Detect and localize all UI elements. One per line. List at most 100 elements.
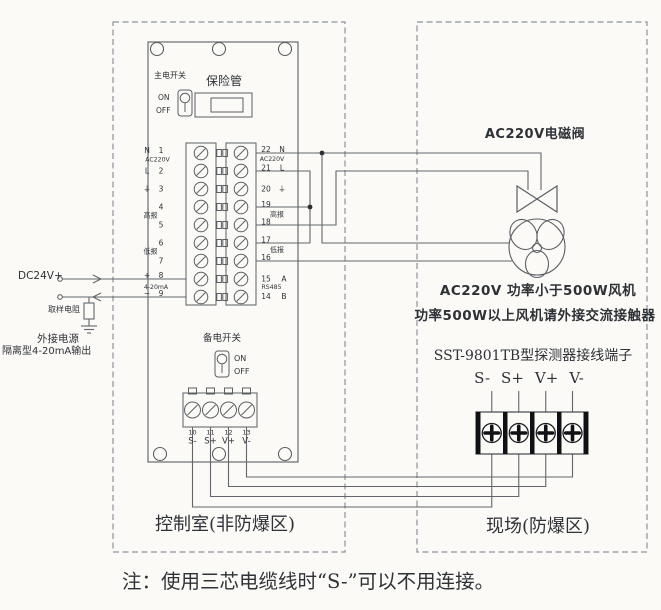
mount-hole: [211, 446, 227, 462]
right-strip-label-15: RS485: [261, 284, 281, 291]
ground-icon: [81, 325, 97, 334]
bottom-terminal-block: [182, 387, 258, 428]
left-strip-label-4: 2: [159, 167, 164, 176]
wire-v-minus: [245, 427, 574, 478]
right-strip-label-8: 高报: [270, 210, 284, 219]
jumper-link: [216, 293, 222, 301]
screw-terminal: [193, 289, 209, 305]
bottom-note: 注：使用三芯电缆线时“S-”可以不用连接。: [122, 570, 495, 593]
wire-n-to-valve: [256, 152, 542, 190]
screw-terminal: [193, 163, 209, 179]
screw-terminal: [233, 199, 249, 215]
field-zone-border: [416, 21, 648, 553]
screw-terminal: [233, 217, 249, 233]
terminal-strips: [185, 142, 257, 306]
wire-v-plus: [227, 427, 547, 488]
fan-icon: [508, 218, 566, 279]
left-strip-label-5: ⏚: [143, 185, 151, 194]
left-strip-label-16: −: [144, 289, 150, 298]
signal-wiring: [191, 391, 574, 508]
left-strip-label-11: 低报: [144, 247, 158, 256]
right-strip-label-5: 20: [261, 185, 271, 194]
bottom-block-number-1: 11: [206, 429, 214, 437]
jumper-link: [216, 185, 222, 193]
jumper-link: [216, 257, 222, 265]
screw-terminal: [202, 401, 219, 419]
detector-terminal-block: [475, 411, 589, 455]
bottom-block-label-1: S+: [204, 437, 217, 447]
jumper-link: [216, 149, 222, 157]
bottom-block-number-2: 12: [224, 429, 232, 437]
jumper-link: [222, 167, 228, 175]
mount-hole: [277, 446, 293, 462]
main-power-toggle-icon: [177, 89, 193, 117]
left-strip-label-14: 8: [159, 271, 164, 280]
dc-wiring: [57, 274, 186, 334]
right-strip-label-12: 16: [261, 253, 271, 262]
screw-terminal: [233, 289, 249, 305]
screw-terminal: [238, 401, 255, 419]
right-strip-label-13: 15: [261, 275, 271, 284]
screw-terminal: [233, 163, 249, 179]
detector-term-v-plus: V+: [534, 369, 559, 387]
right-strip-label-3: 21: [261, 164, 271, 173]
right-strip-label-4: L: [280, 164, 285, 173]
junction-dots: [307, 150, 325, 210]
jumper-link: [216, 203, 222, 211]
isolated-output-label: 隔离型4-20mA输出: [2, 346, 92, 357]
mount-hole: [211, 41, 227, 57]
wire-s-plus: [209, 427, 520, 498]
backup-on-label: ON: [234, 354, 247, 363]
wire-l-to-relay-commons: [256, 170, 311, 243]
screw-terminal: [220, 401, 237, 419]
backup-off-label: OFF: [234, 367, 250, 376]
screw-terminal: [193, 199, 209, 215]
left-strip-label-15: 4-20mA: [144, 284, 169, 291]
screw-terminal: [233, 271, 249, 287]
zone-label-field: 现场(防爆区): [485, 516, 591, 537]
main-switch-label: 主电开关: [154, 71, 186, 80]
mount-hole: [277, 41, 293, 57]
jumper-link: [222, 275, 228, 283]
bottom-block-label-0: S-: [188, 437, 196, 447]
screw-terminal: [233, 253, 249, 269]
screw-terminal: [184, 401, 201, 419]
right-strip-label-11: 低报: [270, 245, 284, 254]
right-strip-label-16: 14: [261, 292, 271, 301]
jumper-link: [216, 239, 222, 247]
screw-terminal: [193, 253, 209, 269]
fuse-label: 保险管: [205, 74, 243, 88]
backup-power-toggle-icon: [214, 350, 230, 378]
left-strip-label-17: 9: [159, 289, 164, 298]
backup-switch-label: 备电开关: [202, 333, 242, 344]
right-strip-label-0: 22: [261, 145, 271, 154]
left-strip-label-0: N: [144, 146, 150, 155]
control-room-zone-border: [112, 21, 346, 553]
zone-label-control-room: 控制室(非防爆区): [154, 514, 296, 535]
screw-terminal: [193, 217, 209, 233]
left-strip-label-10: 6: [159, 239, 164, 248]
bottom-block-number-0: 10: [188, 429, 196, 437]
left-strip-label-6: 3: [159, 185, 164, 194]
solenoid-valve-label: AC220V电磁阀: [484, 127, 586, 142]
screw-terminal: [193, 145, 209, 161]
right-strip-label-17: B: [281, 292, 286, 301]
left-strip-label-3: L: [145, 167, 150, 176]
bottom-block-label-2: V+: [222, 437, 235, 447]
solenoid-valve-icon: [516, 184, 558, 214]
sampling-resistor-label: 取样电阻: [48, 305, 80, 314]
external-power-label: 外接电源: [37, 333, 79, 345]
mount-hole: [152, 446, 168, 462]
left-strip-label-7: 4: [159, 203, 164, 212]
main-on-label: ON: [158, 92, 170, 102]
left-strip-label-9: 5: [159, 221, 164, 230]
wire-n-branch-to-fan: [321, 153, 510, 244]
detector-term-s-minus: S-: [474, 369, 491, 387]
left-strip-label-2: AC220V: [145, 157, 170, 164]
jumper-link: [216, 167, 222, 175]
arrow-right-icon: [92, 274, 103, 284]
dc24v-label: DC24V+: [18, 270, 63, 282]
fuse-holder-icon: [194, 92, 253, 118]
